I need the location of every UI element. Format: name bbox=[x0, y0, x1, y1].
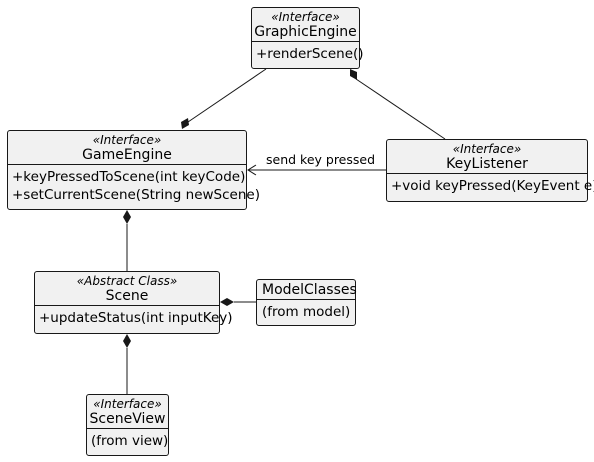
operations-compartment: +void keyPressed(KeyEvent e) bbox=[387, 173, 594, 198]
class-name: KeyListener bbox=[446, 156, 528, 172]
stereotype-label: «Interface» bbox=[93, 397, 162, 411]
class-graphicengine: «Interface» GraphicEngine +renderScene() bbox=[251, 7, 364, 69]
class-keylistener: «Interface» KeyListener +void keyPressed… bbox=[386, 139, 594, 202]
class-name: SceneView bbox=[89, 411, 166, 427]
class-name: GraphicEngine bbox=[254, 24, 357, 40]
stereotype-label: «Interface» bbox=[271, 10, 340, 24]
operation: +renderScene() bbox=[256, 46, 364, 62]
operation: +void keyPressed(KeyEvent e) bbox=[391, 178, 594, 194]
class-name: ModelClasses bbox=[262, 282, 357, 298]
operations-compartment: +keyPressedToScene(int keyCode) +setCurr… bbox=[8, 164, 260, 207]
origin-note: (from view) bbox=[91, 433, 169, 449]
stereotype-label: «Abstract Class» bbox=[76, 274, 178, 288]
class-name: Scene bbox=[105, 288, 149, 304]
composition-diamond bbox=[123, 210, 131, 224]
operation: +setCurrentScene(String newScene) bbox=[12, 187, 260, 203]
association-label: send key pressed bbox=[266, 152, 376, 167]
origin-compartment: (from view) bbox=[87, 428, 168, 453]
edge-graphicengine-keylistener bbox=[355, 78, 446, 140]
class-scene: «Abstract Class» Scene +updateStatus(int… bbox=[34, 271, 233, 334]
arrow-head bbox=[247, 164, 257, 176]
operation: +updateStatus(int inputKey) bbox=[39, 310, 233, 326]
composition-diamond bbox=[220, 298, 234, 306]
composition-diamond bbox=[181, 118, 189, 129]
class-name: GameEngine bbox=[82, 147, 172, 163]
composition-diamond bbox=[350, 69, 357, 80]
operations-compartment: +updateStatus(int inputKey) bbox=[35, 305, 233, 330]
stereotype-label: «Interface» bbox=[452, 142, 522, 156]
origin-compartment: (from model) bbox=[257, 299, 355, 324]
origin-note: (from model) bbox=[262, 304, 351, 320]
edge-graphicengine-gameengine bbox=[187, 68, 267, 123]
class-gameengine: «Interface» GameEngine +keyPressedToScen… bbox=[7, 130, 260, 210]
class-modelclasses: ModelClasses (from model) bbox=[256, 279, 357, 326]
operations-compartment: +renderScene() bbox=[252, 41, 364, 66]
stereotype-label: «Interface» bbox=[92, 133, 162, 147]
operation: +keyPressedToScene(int keyCode) bbox=[12, 169, 246, 185]
class-sceneview: «Interface» SceneView (from view) bbox=[86, 394, 169, 456]
composition-diamond bbox=[123, 334, 131, 348]
